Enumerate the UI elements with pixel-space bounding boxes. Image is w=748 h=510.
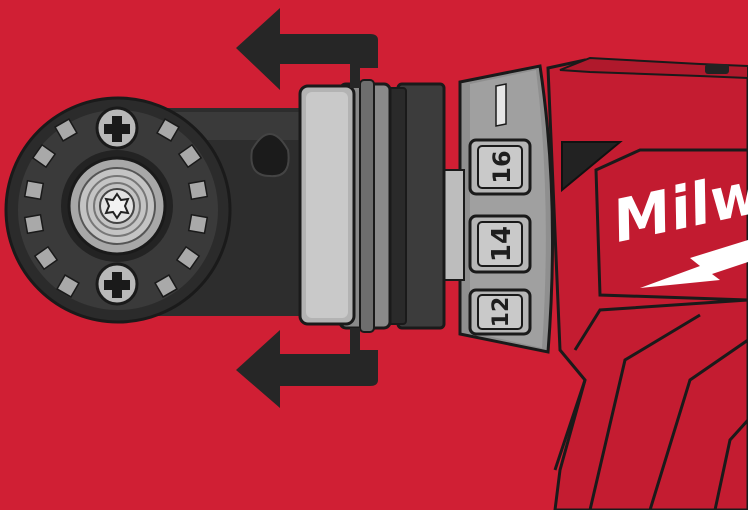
dial-label-14: 14 [487,226,517,262]
dial-label-16: 16 [488,150,516,183]
release-collar[interactable] [300,80,444,332]
drill-body [548,58,748,510]
oscillating-head [6,98,230,322]
dial-setting-16: 16 [470,140,530,194]
bolt-top [97,108,137,148]
bolt-bottom [97,264,137,304]
dial-indicator-mark [496,84,506,126]
dial-setting-12: 12 [470,290,530,334]
dial-label-12: 12 [489,297,514,328]
clutch-dial[interactable]: 16 14 12 [460,66,553,352]
dial-setting-14: 14 [470,216,530,272]
